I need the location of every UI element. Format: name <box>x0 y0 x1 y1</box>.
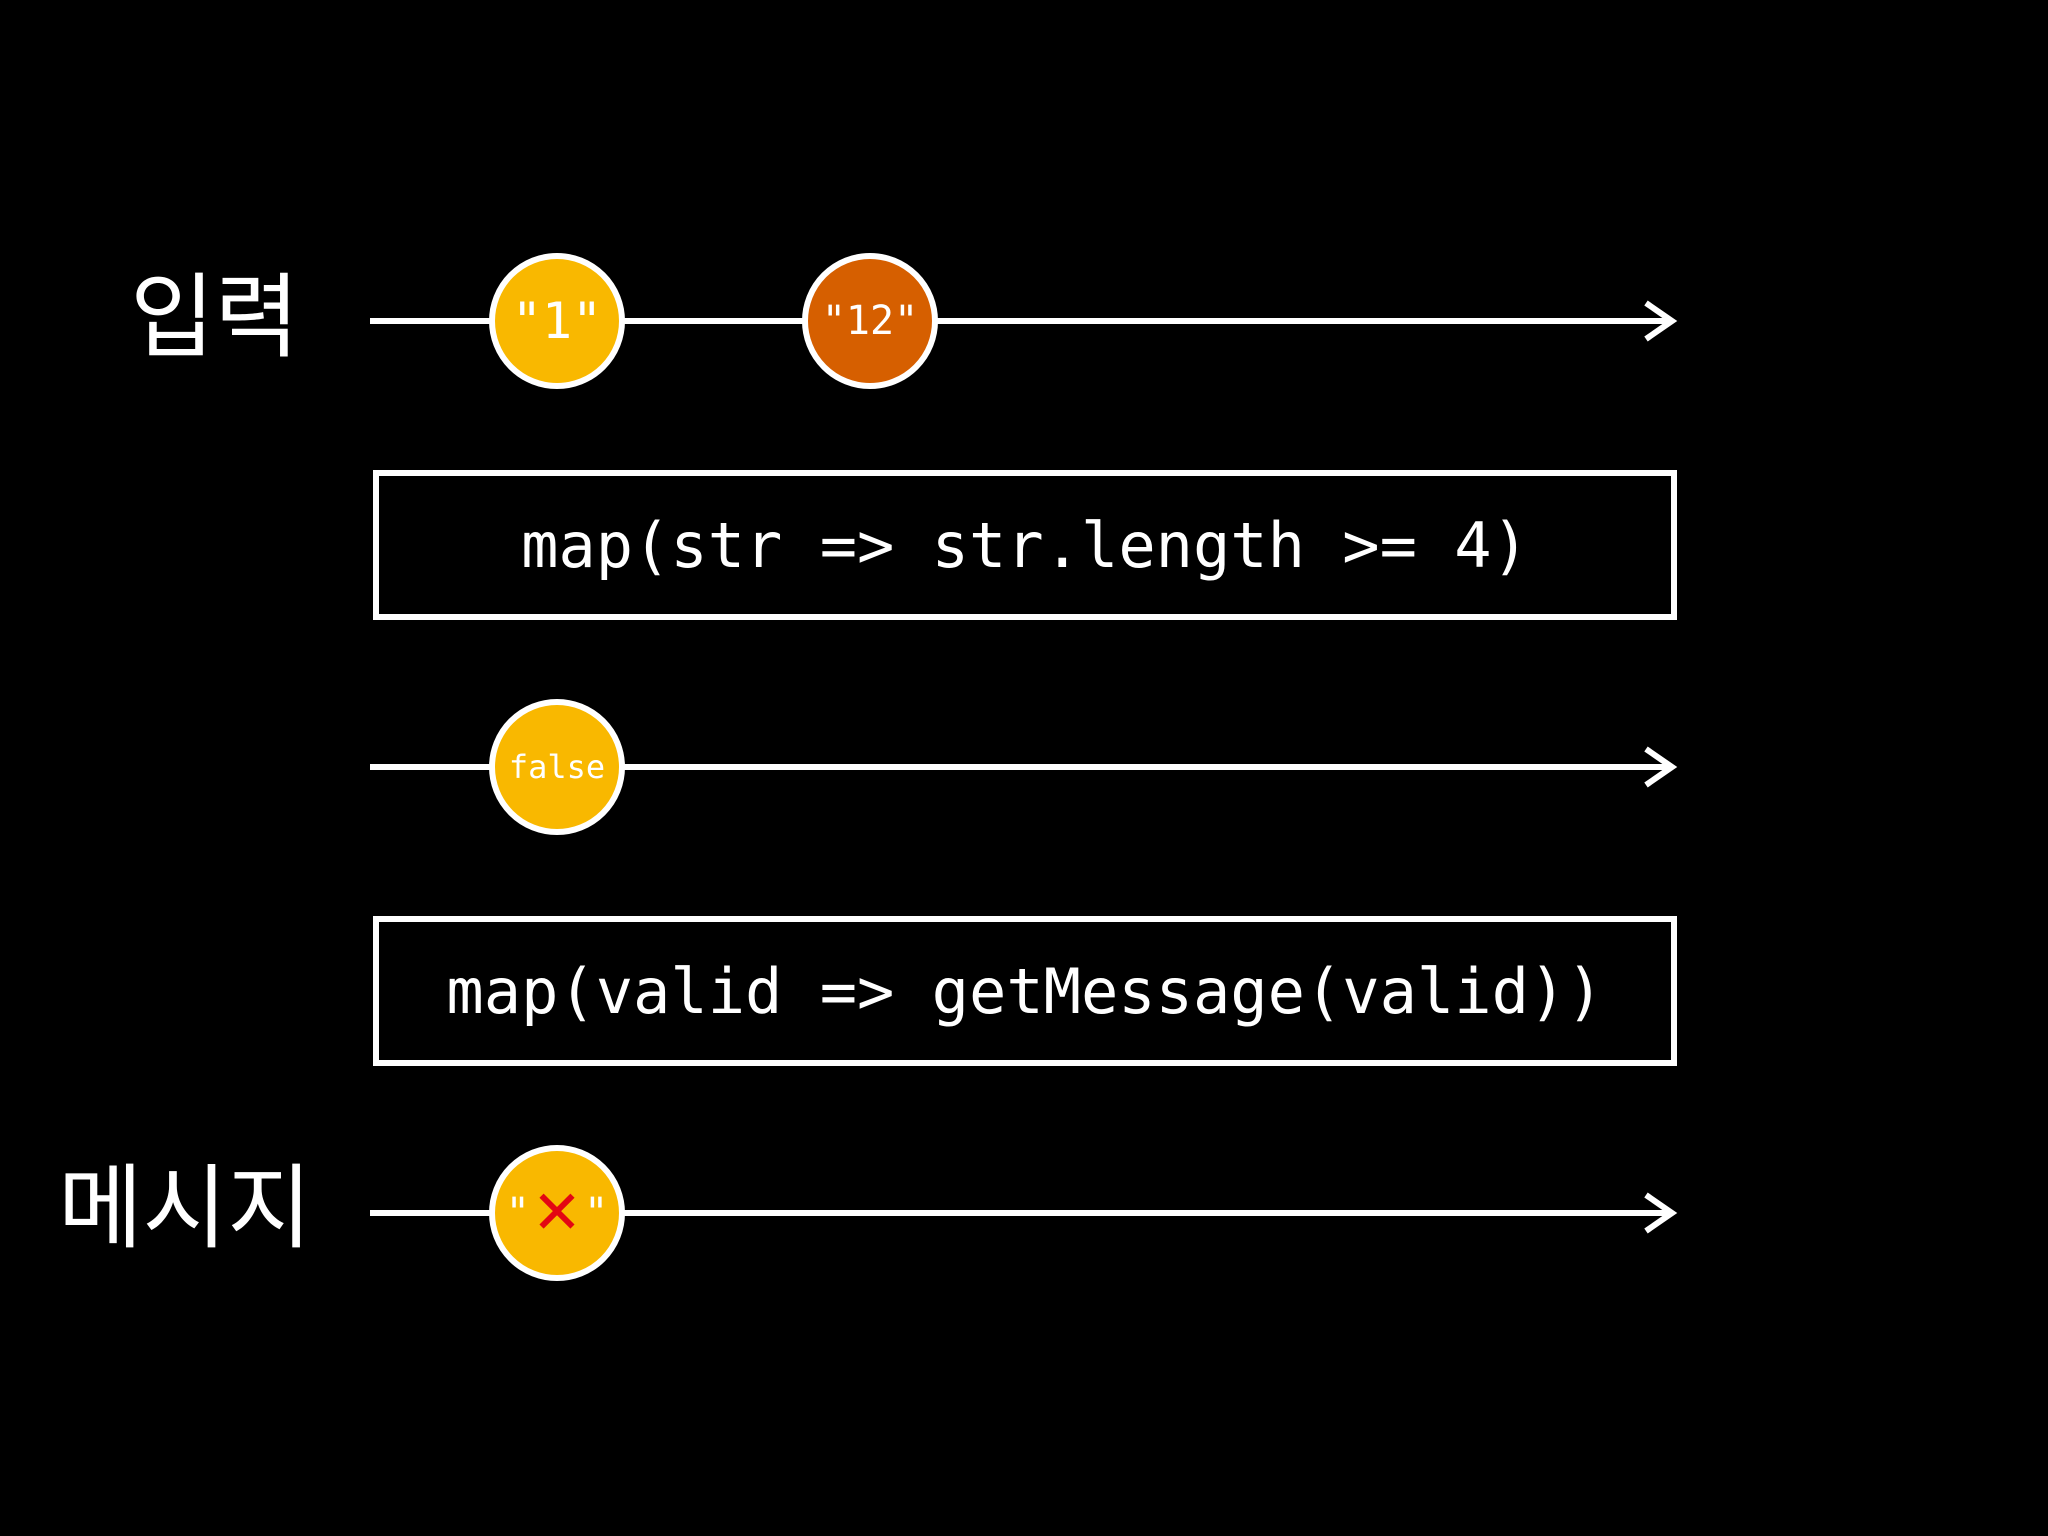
marble-value: "1" <box>511 292 603 350</box>
operator-box-length-check: map(str => str.length >= 4) <box>373 470 1677 620</box>
input-stream-label: 입력 <box>130 264 300 371</box>
marble-value: false <box>508 748 606 786</box>
operator-label: map(valid => getMessage(valid)) <box>446 954 1604 1028</box>
input-marble-2: "12" <box>802 253 938 389</box>
message-marble: " ✕ " <box>489 1145 625 1281</box>
quote-mark: " <box>584 1190 609 1236</box>
input-marble-1: "1" <box>489 253 625 389</box>
quote-mark: " <box>505 1190 530 1236</box>
operator-box-get-message: map(valid => getMessage(valid)) <box>373 916 1677 1066</box>
operator-label: map(str => str.length >= 4) <box>521 508 1529 582</box>
marble-value: "12" <box>821 298 919 344</box>
message-stream-label: 메시지 <box>58 1155 312 1262</box>
cross-icon: ✕ <box>531 1178 583 1248</box>
boolean-marble: false <box>489 699 625 835</box>
